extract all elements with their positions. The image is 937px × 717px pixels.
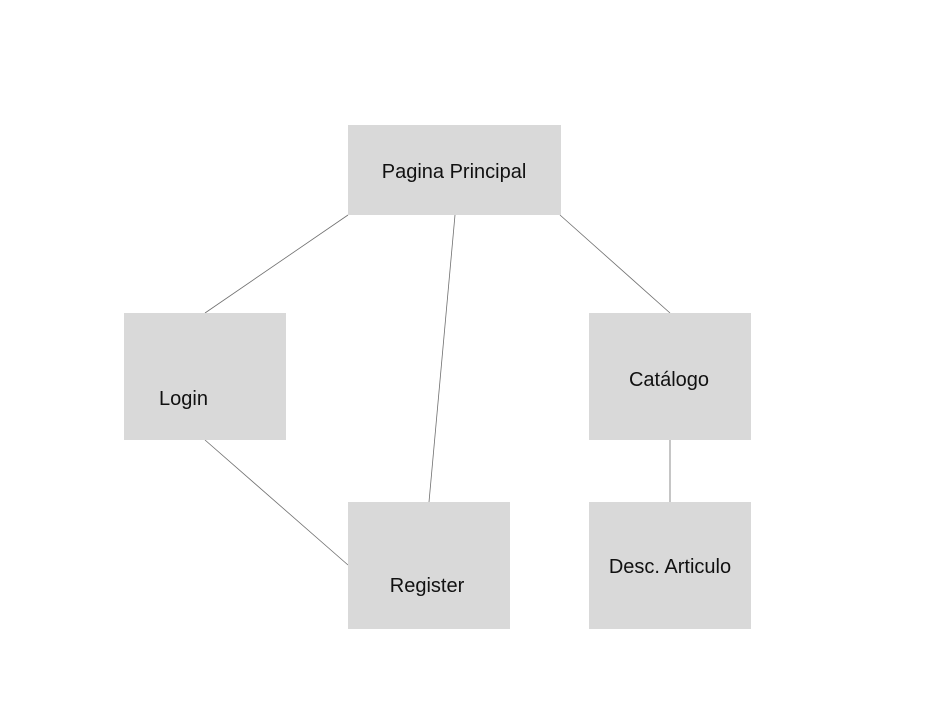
node-register: Register [348,502,510,629]
node-pagina-principal: Pagina Principal [348,125,561,215]
node-desc-articulo: Desc. Articulo [589,502,751,629]
node-desc-articulo-label: Desc. Articulo [609,556,731,578]
node-catalogo-label: Catálogo [629,369,709,391]
node-catalogo-box [589,313,751,440]
edge-login-to-register [204,439,349,566]
edge-pagina-principal-to-register [428,214,456,503]
node-pagina-principal-box [348,125,561,215]
node-login-label: Login [159,388,208,410]
node-pagina-principal-label: Pagina Principal [382,161,527,183]
node-login-box [124,313,286,440]
node-login: Login [124,313,286,440]
node-catalogo: Catálogo [589,313,751,440]
edge-pagina-principal-to-catalogo [559,214,671,314]
node-register-box [348,502,510,629]
diagram-edges [204,214,671,566]
node-desc-articulo-box [589,502,751,629]
node-register-label: Register [390,575,465,597]
edge-pagina-principal-to-login [204,214,349,314]
